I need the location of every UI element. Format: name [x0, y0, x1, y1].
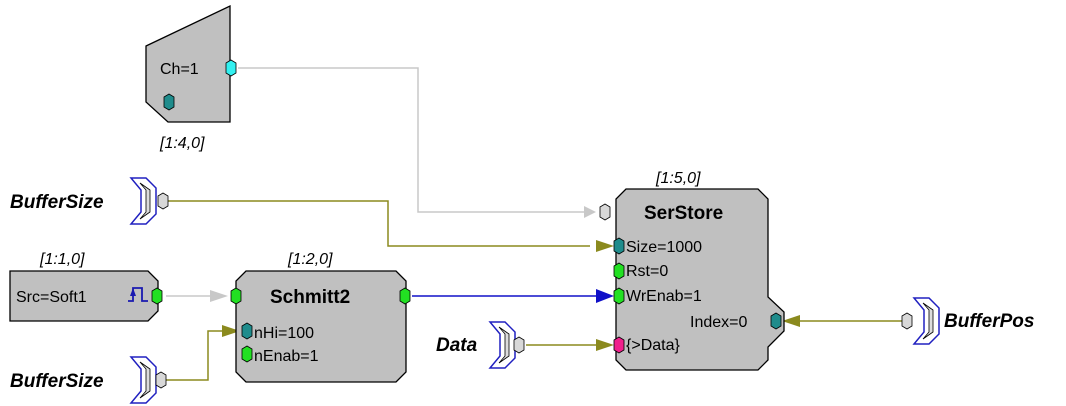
serstore-coord: [1:5,0] — [655, 170, 701, 187]
arrow-source-to-schmitt — [210, 290, 228, 302]
schmitt-port-hi: nHi=100 — [254, 325, 314, 342]
tag-data-port[interactable] — [513, 336, 525, 354]
serstore-port-size: Size=1000 — [626, 239, 702, 256]
source-output-port[interactable] — [151, 287, 163, 305]
serstore-port-wrenab: WrEnab=1 — [626, 288, 702, 305]
schmitt-nhi-port[interactable] — [241, 322, 253, 340]
source-block[interactable]: Src=Soft1 [1:1,0] — [9, 251, 163, 322]
arrow-buffersize-to-size — [596, 240, 614, 252]
channel-coord: [1:4,0] — [159, 135, 205, 152]
serstore-port-index: Index=0 — [690, 314, 747, 331]
channel-input-port[interactable] — [163, 93, 175, 111]
tag-data[interactable]: Data — [436, 321, 525, 369]
channel-output-port[interactable] — [225, 59, 237, 77]
wire-ch-to-serstore — [238, 67, 590, 213]
arrow-schmitt-to-wrenab — [596, 289, 614, 303]
serstore-data-port[interactable] — [613, 336, 625, 354]
tag-data-label: Data — [436, 335, 478, 356]
schmitt-output-port[interactable] — [399, 287, 411, 305]
serstore-wrenab-port[interactable] — [613, 287, 625, 305]
wire-buffersize-to-nhi — [166, 330, 226, 381]
serstore-index-port[interactable] — [770, 312, 782, 330]
schmitt-input-port[interactable] — [230, 287, 242, 305]
schmitt-port-enab: nEnab=1 — [254, 348, 319, 365]
channel-block[interactable]: Ch=1 [1:4,0] — [145, 4, 237, 152]
serstore-size-port[interactable] — [613, 237, 625, 255]
tag-buffersize-bottom-label: BufferSize — [10, 371, 104, 392]
tag-bufferpos-label: BufferPos — [944, 311, 1034, 332]
channel-label: Ch=1 — [160, 61, 199, 78]
pulse-icon — [128, 287, 148, 302]
tag-buffersize-top[interactable]: BufferSize — [10, 177, 169, 225]
serstore-rst-port[interactable] — [613, 262, 625, 280]
schmitt-title: Schmitt2 — [270, 287, 350, 308]
tag-buffersize-top-port[interactable] — [157, 192, 169, 210]
source-coord: [1:1,0] — [39, 251, 85, 268]
source-label: Src=Soft1 — [16, 289, 87, 306]
serstore-title: SerStore — [644, 203, 723, 224]
arrow-bufferpos-to-index — [782, 315, 800, 327]
arrow-buffersize-to-nhi — [222, 325, 240, 337]
serstore-block[interactable]: SerStore Size=1000 Rst=0 WrEnab=1 Index=… — [599, 170, 785, 371]
serstore-port-rst: Rst=0 — [626, 263, 668, 280]
wires — [166, 67, 904, 381]
schmitt-nenab-port[interactable] — [241, 345, 253, 363]
tag-bufferpos[interactable]: BufferPos — [901, 297, 1034, 345]
wire-buffersize-to-size — [168, 200, 590, 247]
arrow-data-to-serstore — [596, 339, 614, 351]
serstore-port-data: {>Data} — [626, 337, 680, 354]
schmitt-coord: [1:2,0] — [287, 251, 333, 268]
schmitt-block[interactable]: Schmitt2 nHi=100 nEnab=1 [1:2,0] — [230, 251, 411, 383]
arrow-ch-to-serstore — [584, 206, 596, 218]
tag-bufferpos-port[interactable] — [901, 312, 913, 330]
tag-buffersize-bottom-port[interactable] — [155, 371, 167, 389]
serstore-trigger-port[interactable] — [599, 203, 611, 221]
tag-buffersize-top-label: BufferSize — [10, 192, 104, 213]
tag-buffersize-bottom[interactable]: BufferSize — [10, 356, 167, 404]
